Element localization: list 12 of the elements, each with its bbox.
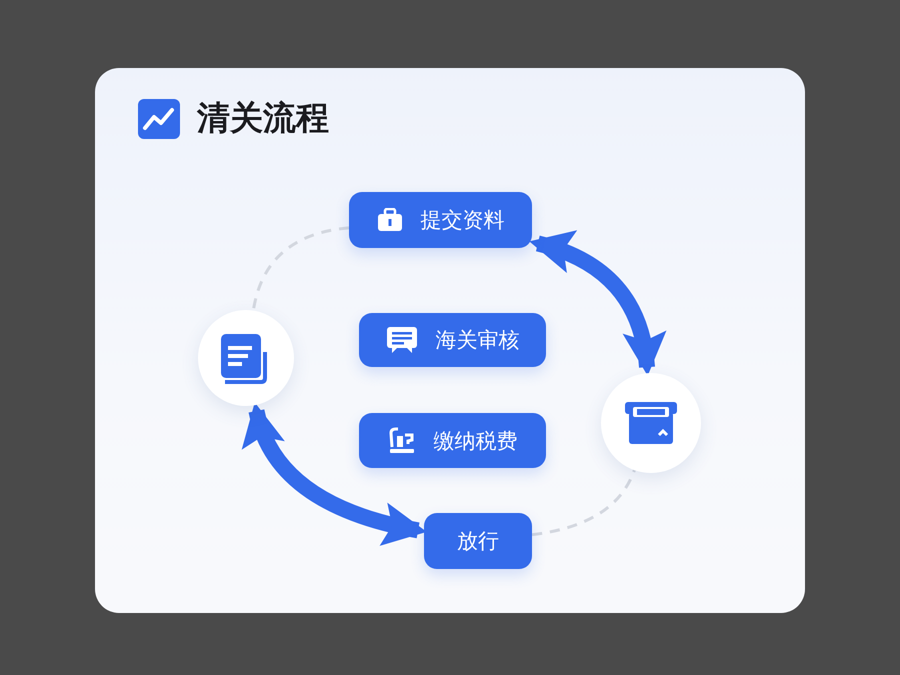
step-box bbox=[359, 313, 546, 367]
step-box bbox=[349, 192, 532, 248]
step-box bbox=[359, 413, 546, 468]
step-label: 缴纳税费 bbox=[434, 428, 518, 454]
connector-line bbox=[532, 470, 636, 536]
diagram-title: 清关流程 bbox=[197, 97, 329, 139]
step-label: 提交资料 bbox=[420, 207, 504, 234]
step-label: 海关审核 bbox=[436, 327, 520, 354]
step-label: 放行 bbox=[457, 528, 499, 555]
connector-line bbox=[252, 226, 350, 311]
step-box bbox=[424, 513, 532, 569]
curved-arrow bbox=[529, 232, 665, 376]
